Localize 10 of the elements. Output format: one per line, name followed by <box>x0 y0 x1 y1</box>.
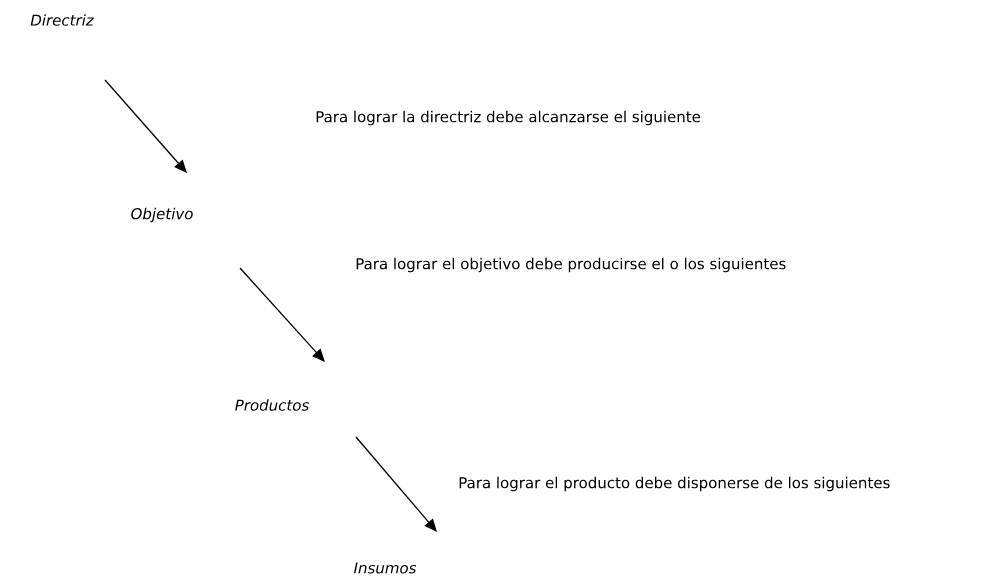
note-text: Para lograr el producto debe disponerse de los siguientes <box>459 476 890 492</box>
arrow <box>355 436 437 532</box>
node-label: Productos <box>235 399 309 411</box>
arrow <box>239 267 325 362</box>
node-label: Objetivo <box>131 207 193 223</box>
note-text: Para lograr el objetivo debe producirse el o los siguientes <box>356 257 786 273</box>
node-label: Directriz <box>30 14 94 26</box>
node-label: Insumos <box>354 562 417 574</box>
note-text: Para lograr la directriz debe alcanzarse el siguiente <box>316 110 701 126</box>
arrow <box>104 79 187 173</box>
